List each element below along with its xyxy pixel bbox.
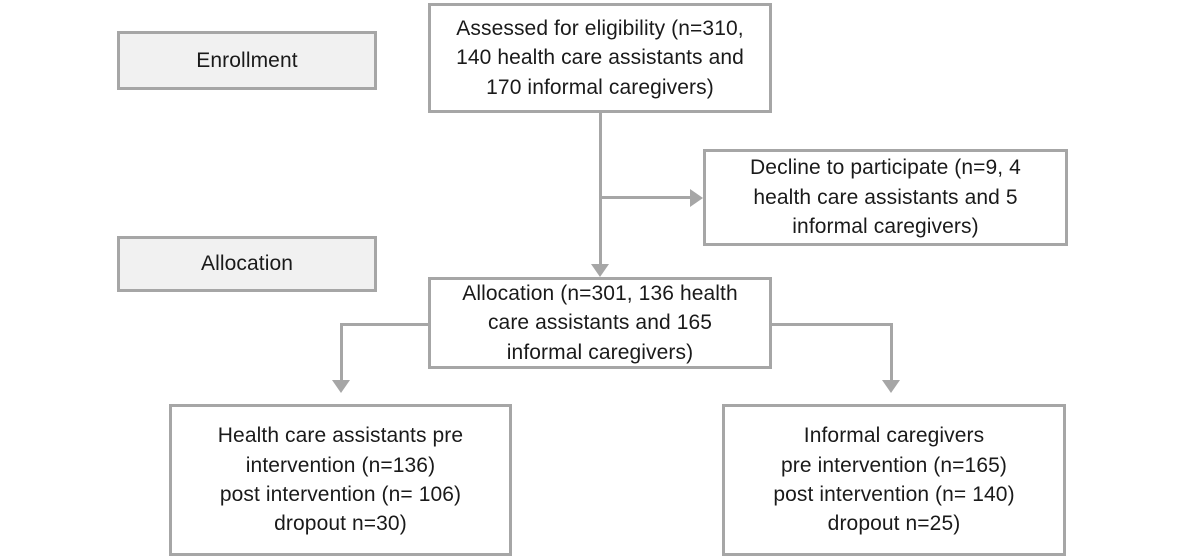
node-decline-to-participate-text: Decline to participate (n=9, 4 health ca…: [750, 156, 1021, 239]
phase-label-enrollment-text: Enrollment: [196, 48, 298, 72]
connector-assessed-to-allocation-arrowhead: [591, 264, 609, 277]
connector-allocation-to-informal-arrowhead: [882, 380, 900, 393]
phase-label-allocation-text: Allocation: [200, 252, 294, 276]
node-allocation-text: Allocation (n=301, 136 health care assis…: [462, 281, 738, 364]
node-decline-to-participate: Decline to participate (n=9, 4 health ca…: [703, 149, 1068, 246]
node-informal-caregivers-arm: Informal caregivers pre intervention (n=…: [722, 404, 1066, 556]
connector-allocation-to-hca-horizontal: [340, 323, 431, 326]
node-informal-caregivers-arm-text: Informal caregivers pre intervention (n=…: [773, 424, 1015, 536]
phase-label-allocation: Allocation: [117, 236, 377, 292]
node-assessed-for-eligibility-text: Assessed for eligibility (n=310, 140 hea…: [456, 16, 744, 99]
node-health-care-assistants-arm-text: Health care assistants pre intervention …: [217, 424, 464, 536]
connector-allocation-to-hca-arrowhead: [332, 380, 350, 393]
connector-allocation-to-hca-vertical: [340, 323, 343, 381]
connector-assessed-to-decline-arrowhead: [690, 189, 703, 207]
node-allocation: Allocation (n=301, 136 health care assis…: [428, 277, 772, 369]
connector-allocation-to-informal-vertical: [890, 323, 893, 381]
connector-assessed-to-allocation-line: [599, 113, 602, 265]
node-assessed-for-eligibility: Assessed for eligibility (n=310, 140 hea…: [428, 3, 772, 113]
node-health-care-assistants-arm: Health care assistants pre intervention …: [169, 404, 512, 556]
phase-label-enrollment: Enrollment: [117, 31, 377, 90]
connector-allocation-to-informal-horizontal: [769, 323, 893, 326]
connector-assessed-to-decline-line: [599, 196, 691, 199]
